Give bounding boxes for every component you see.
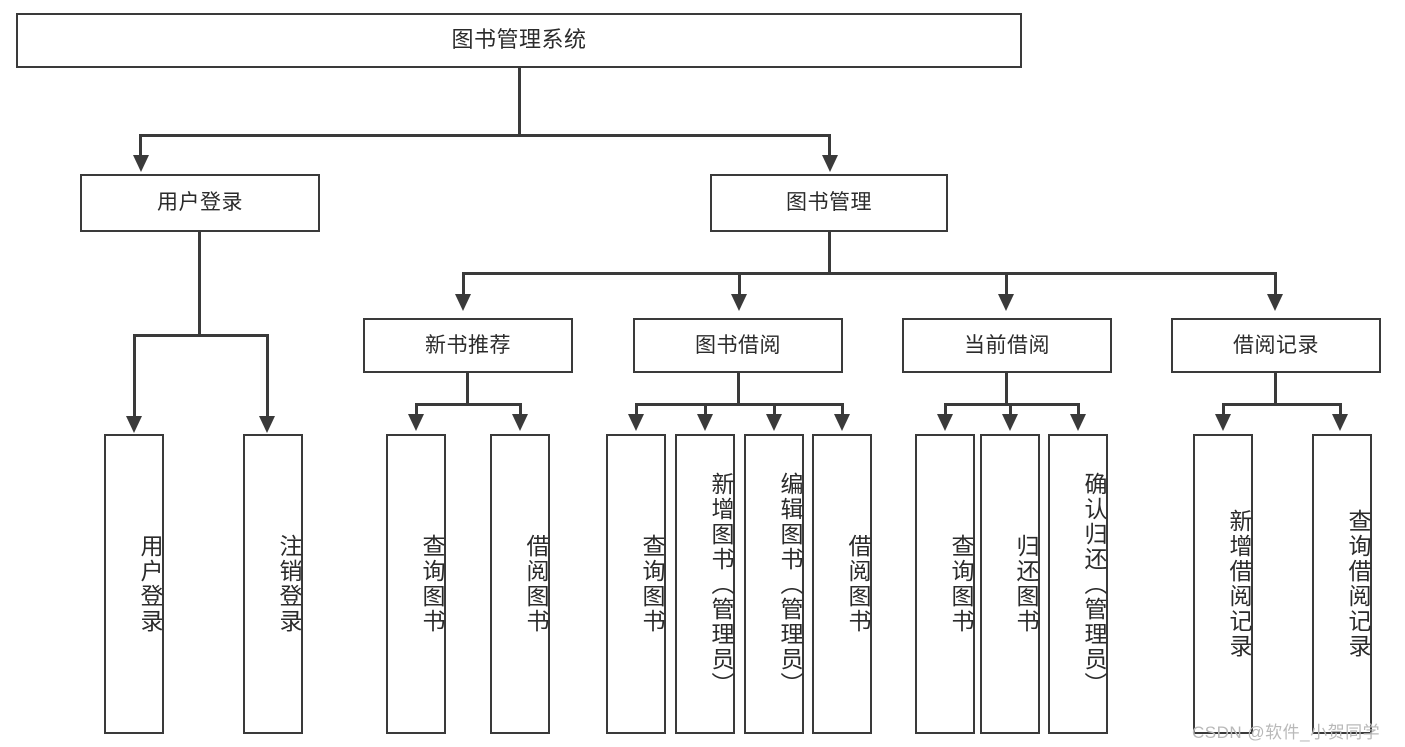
- leaf-query-borrow-record[interactable]: 查询借阅记录: [1312, 434, 1372, 734]
- arrow-to-book-borrow: [731, 294, 747, 311]
- arrow-to-return-book: [1002, 414, 1018, 431]
- leaf-label: 用户登录: [137, 534, 163, 634]
- node-book-manage[interactable]: 图书管理: [710, 174, 948, 232]
- arrow-to-borrow-record: [1267, 294, 1283, 311]
- leaf-label: 借阅图书: [523, 534, 549, 634]
- edge-book-manage-drop-3: [1005, 272, 1008, 296]
- edge-user-login-drop-2: [266, 334, 269, 418]
- leaf-logout-login[interactable]: 注销登录: [243, 434, 303, 734]
- leaf-edit-book-admin[interactable]: 编辑图书（管理员）: [744, 434, 804, 734]
- edge-new-book-drop-1: [415, 403, 418, 417]
- node-root-system[interactable]: 图书管理系统: [16, 13, 1022, 68]
- edge-borrow-record-stem: [1274, 373, 1277, 405]
- leaf-query-book-current[interactable]: 查询图书: [915, 434, 975, 734]
- arrow-to-new-book: [455, 294, 471, 311]
- leaf-label: 新增借阅记录: [1226, 509, 1252, 659]
- leaf-label: 查询图书: [419, 534, 445, 634]
- arrow-to-current-borrow: [998, 294, 1014, 311]
- edge-user-login-bus: [133, 334, 269, 337]
- edge-book-manage-drop-4: [1274, 272, 1277, 296]
- arrow-to-add-record: [1215, 414, 1231, 431]
- node-user-login[interactable]: 用户登录: [80, 174, 320, 232]
- arrow-to-add-book: [697, 414, 713, 431]
- leaf-label: 借阅图书: [845, 534, 871, 634]
- arrow-to-borrow-book-2: [834, 414, 850, 431]
- leaf-add-book-admin[interactable]: 新增图书（管理员）: [675, 434, 735, 734]
- edge-book-borrow-drop-1: [635, 403, 638, 417]
- edge-borrow-record-drop-1: [1222, 403, 1225, 417]
- edge-borrow-record-drop-2: [1339, 403, 1342, 417]
- arrow-to-query-record: [1332, 414, 1348, 431]
- edge-root-drop-user: [139, 134, 142, 158]
- csdn-watermark: CSDN @软件_小贺同学: [1192, 723, 1381, 742]
- edge-current-borrow-bus: [944, 403, 1080, 406]
- arrow-to-edit-book: [766, 414, 782, 431]
- edge-book-borrow-stem: [737, 373, 740, 405]
- leaf-user-login[interactable]: 用户登录: [104, 434, 164, 734]
- edge-new-book-drop-2: [519, 403, 522, 417]
- node-new-book-recommend[interactable]: 新书推荐: [363, 318, 573, 373]
- edge-new-book-bus: [415, 403, 522, 406]
- arrow-to-leaf-logout: [259, 416, 275, 433]
- edge-current-borrow-drop-3: [1077, 403, 1080, 417]
- edge-book-borrow-drop-4: [841, 403, 844, 417]
- leaf-query-book-recommend[interactable]: 查询图书: [386, 434, 446, 734]
- arrow-to-user-login: [133, 155, 149, 172]
- arrow-to-leaf-user-login: [126, 416, 142, 433]
- leaf-label: 新增图书（管理员）: [708, 471, 734, 697]
- edge-root-stem: [518, 68, 521, 136]
- leaf-label: 确认归还（管理员）: [1081, 471, 1107, 697]
- leaf-query-book-borrow[interactable]: 查询图书: [606, 434, 666, 734]
- edge-book-manage-drop-2: [738, 272, 741, 296]
- edge-root-drop-book: [828, 134, 831, 158]
- edge-book-manage-stem: [828, 232, 831, 274]
- edge-root-bus: [139, 134, 831, 137]
- leaf-label: 注销登录: [276, 534, 302, 634]
- leaf-label: 归还图书: [1013, 534, 1039, 634]
- arrow-to-query-book-1: [408, 414, 424, 431]
- leaf-return-book[interactable]: 归还图书: [980, 434, 1040, 734]
- node-current-borrow[interactable]: 当前借阅: [902, 318, 1112, 373]
- edge-user-login-stem: [198, 232, 201, 336]
- leaf-borrow-book-borrow[interactable]: 借阅图书: [812, 434, 872, 734]
- edge-new-book-stem: [466, 373, 469, 405]
- edge-user-login-drop-1: [133, 334, 136, 418]
- node-borrow-record[interactable]: 借阅记录: [1171, 318, 1381, 373]
- arrow-to-borrow-book-1: [512, 414, 528, 431]
- edge-book-borrow-bus: [635, 403, 844, 406]
- edge-book-manage-drop-1: [462, 272, 465, 296]
- edge-book-manage-bus: [462, 272, 1277, 275]
- leaf-borrow-book-recommend[interactable]: 借阅图书: [490, 434, 550, 734]
- arrow-to-query-book-3: [937, 414, 953, 431]
- leaf-label: 编辑图书（管理员）: [777, 471, 803, 697]
- edge-current-borrow-stem: [1005, 373, 1008, 405]
- edge-book-borrow-drop-2: [704, 403, 707, 417]
- arrow-to-confirm-return: [1070, 414, 1086, 431]
- leaf-label: 查询借阅记录: [1345, 509, 1371, 659]
- leaf-confirm-return-admin[interactable]: 确认归还（管理员）: [1048, 434, 1108, 734]
- node-book-borrow[interactable]: 图书借阅: [633, 318, 843, 373]
- arrow-to-query-book-2: [628, 414, 644, 431]
- edge-borrow-record-bus: [1222, 403, 1342, 406]
- leaf-label: 查询图书: [639, 534, 665, 634]
- edge-current-borrow-drop-1: [944, 403, 947, 417]
- leaf-add-borrow-record[interactable]: 新增借阅记录: [1193, 434, 1253, 734]
- edge-current-borrow-drop-2: [1009, 403, 1012, 417]
- edge-book-borrow-drop-3: [773, 403, 776, 417]
- arrow-to-book-manage: [822, 155, 838, 172]
- leaf-label: 查询图书: [948, 534, 974, 634]
